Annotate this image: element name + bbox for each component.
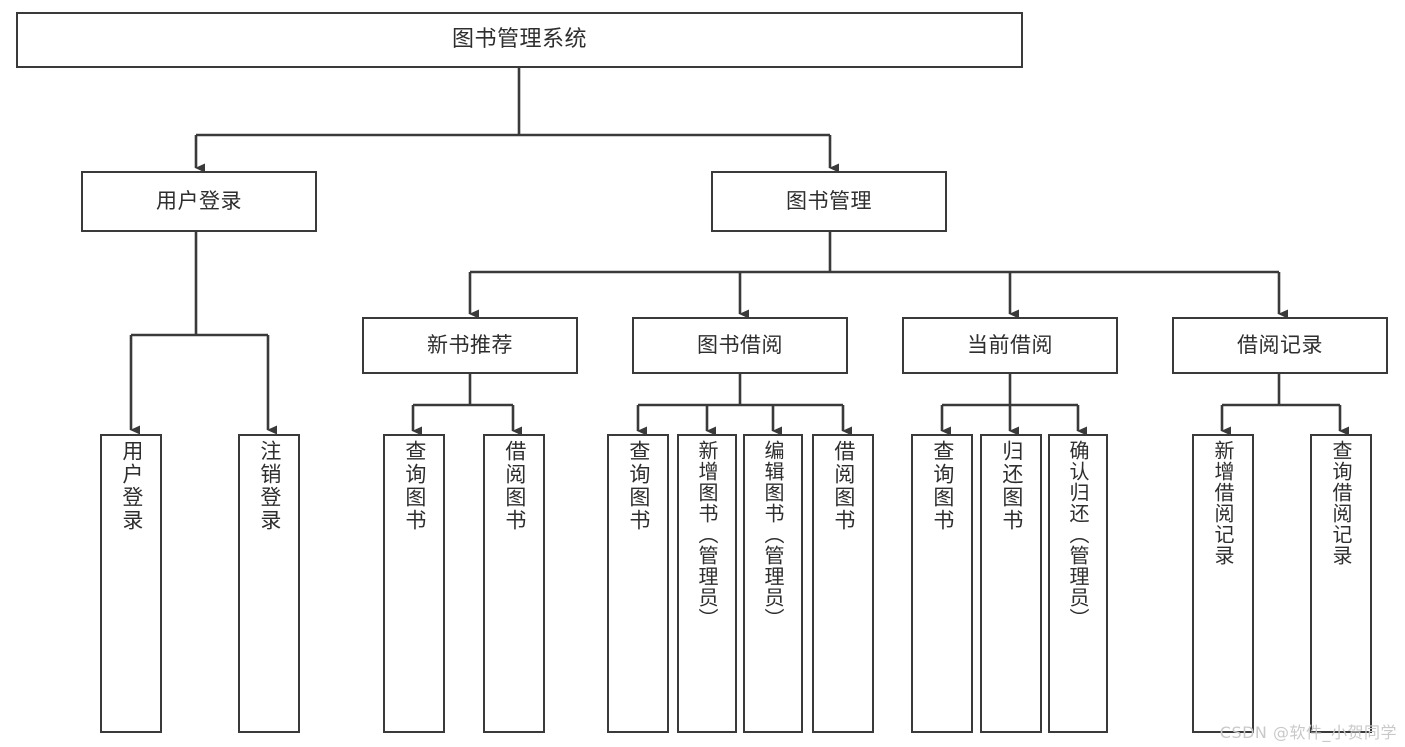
node-leaf-edit-book[interactable]: 编辑图书（管理员）	[743, 434, 803, 733]
node-label: 查询图书	[402, 440, 427, 532]
node-label: 新书推荐	[427, 332, 513, 357]
node-book-management-system[interactable]: 图书管理系统	[16, 12, 1023, 68]
node-label: 新增借阅记录	[1211, 440, 1235, 566]
node-label: 编辑图书（管理员）	[761, 440, 785, 629]
node-label: 注销登录	[257, 440, 282, 532]
node-user-login[interactable]: 用户登录	[81, 171, 317, 232]
node-label: 归还图书	[999, 440, 1024, 532]
node-label: 查询图书	[930, 440, 955, 532]
node-label: 查询借阅记录	[1329, 440, 1353, 566]
node-new-book-recommend[interactable]: 新书推荐	[362, 317, 578, 374]
csdn-watermark: CSDN @软件_小贺同学	[1219, 723, 1397, 742]
node-leaf-query-record[interactable]: 查询借阅记录	[1310, 434, 1372, 733]
node-label: 当前借阅	[967, 332, 1053, 357]
node-leaf-query-book-1[interactable]: 查询图书	[383, 434, 445, 733]
node-label: 确认归还（管理员）	[1066, 440, 1090, 629]
node-book-borrow[interactable]: 图书借阅	[632, 317, 848, 374]
node-label: 新增图书（管理员）	[695, 440, 719, 629]
node-current-borrow[interactable]: 当前借阅	[902, 317, 1118, 374]
node-label: 用户登录	[119, 440, 144, 532]
node-label: 借阅图书	[502, 440, 527, 532]
node-leaf-user-logout[interactable]: 注销登录	[238, 434, 300, 733]
node-label: 图书管理系统	[451, 26, 587, 52]
node-leaf-query-book-3[interactable]: 查询图书	[911, 434, 973, 733]
node-label: 查询图书	[626, 440, 651, 532]
node-leaf-add-book[interactable]: 新增图书（管理员）	[677, 434, 737, 733]
node-label: 借阅图书	[831, 440, 856, 532]
node-book-manage[interactable]: 图书管理	[711, 171, 947, 232]
node-leaf-user-login[interactable]: 用户登录	[100, 434, 162, 733]
node-borrow-record[interactable]: 借阅记录	[1172, 317, 1388, 374]
node-leaf-query-book-2[interactable]: 查询图书	[607, 434, 669, 733]
node-leaf-add-record[interactable]: 新增借阅记录	[1192, 434, 1254, 733]
node-leaf-confirm-return[interactable]: 确认归还（管理员）	[1048, 434, 1108, 733]
node-label: 图书借阅	[697, 332, 783, 357]
node-label: 图书管理	[786, 188, 872, 213]
node-leaf-return-book[interactable]: 归还图书	[980, 434, 1042, 733]
node-label: 用户登录	[156, 188, 242, 213]
node-leaf-borrow-book-2[interactable]: 借阅图书	[812, 434, 874, 733]
node-leaf-borrow-book-1[interactable]: 借阅图书	[483, 434, 545, 733]
node-label: 借阅记录	[1237, 332, 1323, 357]
